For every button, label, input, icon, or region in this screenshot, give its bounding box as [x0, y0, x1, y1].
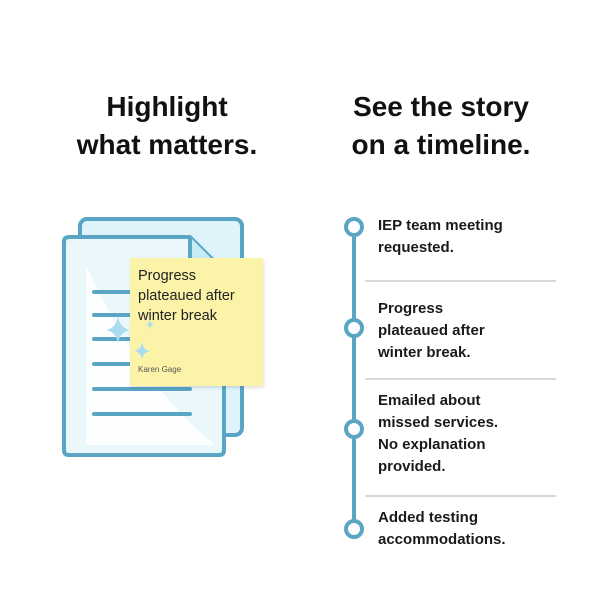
- timeline-event-3-line-1: Emailed about: [378, 392, 481, 409]
- sparkle-large-icon: [106, 316, 130, 344]
- timeline-event-3-line-3: No explanation: [378, 436, 486, 453]
- timeline-event-2-line-3: winter break.: [378, 344, 471, 361]
- timeline-event-2: Progress plateaued after winter break.: [378, 298, 568, 364]
- timeline-event-2-line-2: plateaued after: [378, 322, 485, 339]
- timeline-node-1: [344, 217, 364, 237]
- highlight-heading: Highlight what matters.: [22, 88, 312, 164]
- timeline-event-3-line-4: provided.: [378, 458, 446, 475]
- sticky-note-line-2: plateaued after: [138, 288, 235, 304]
- timeline-event-4-line-2: accommodations.: [378, 531, 506, 548]
- timeline-event-3: Emailed about missed services. No explan…: [378, 390, 568, 478]
- timeline-node-3: [344, 419, 364, 439]
- timeline-event-4: Added testing accommodations.: [378, 507, 568, 551]
- sticky-note-author: Karen Gage: [138, 365, 182, 374]
- timeline-event-1-line-2: requested.: [378, 239, 454, 256]
- timeline-node-4: [344, 519, 364, 539]
- timeline: [344, 217, 556, 539]
- sticky-note-text: Progress plateaued after winter break: [138, 266, 260, 326]
- timeline-event-1: IEP team meeting requested.: [378, 215, 568, 259]
- sticky-note-line-3: winter break: [138, 308, 217, 324]
- timeline-heading: See the story on a timeline.: [296, 88, 586, 164]
- timeline-node-2: [344, 318, 364, 338]
- sticky-note-line-1: Progress: [138, 268, 197, 284]
- timeline-event-1-line-1: IEP team meeting: [378, 217, 503, 234]
- timeline-heading-line-2: on a timeline.: [351, 129, 531, 160]
- sparkle-small-icon: [134, 342, 150, 360]
- highlight-heading-line-1: Highlight: [106, 91, 228, 122]
- timeline-heading-line-1: See the story: [353, 91, 529, 122]
- sparkle-icons: [106, 316, 154, 360]
- timeline-event-2-line-1: Progress: [378, 300, 444, 317]
- timeline-event-4-line-1: Added testing: [378, 509, 478, 526]
- sparkle-tiny-icon: [146, 320, 154, 329]
- page-highlight: [86, 265, 215, 445]
- timeline-event-3-line-2: missed services.: [378, 414, 499, 431]
- highlight-heading-line-2: what matters.: [76, 129, 258, 160]
- sticky-note: Progress plateaued after winter break Ka…: [130, 258, 263, 386]
